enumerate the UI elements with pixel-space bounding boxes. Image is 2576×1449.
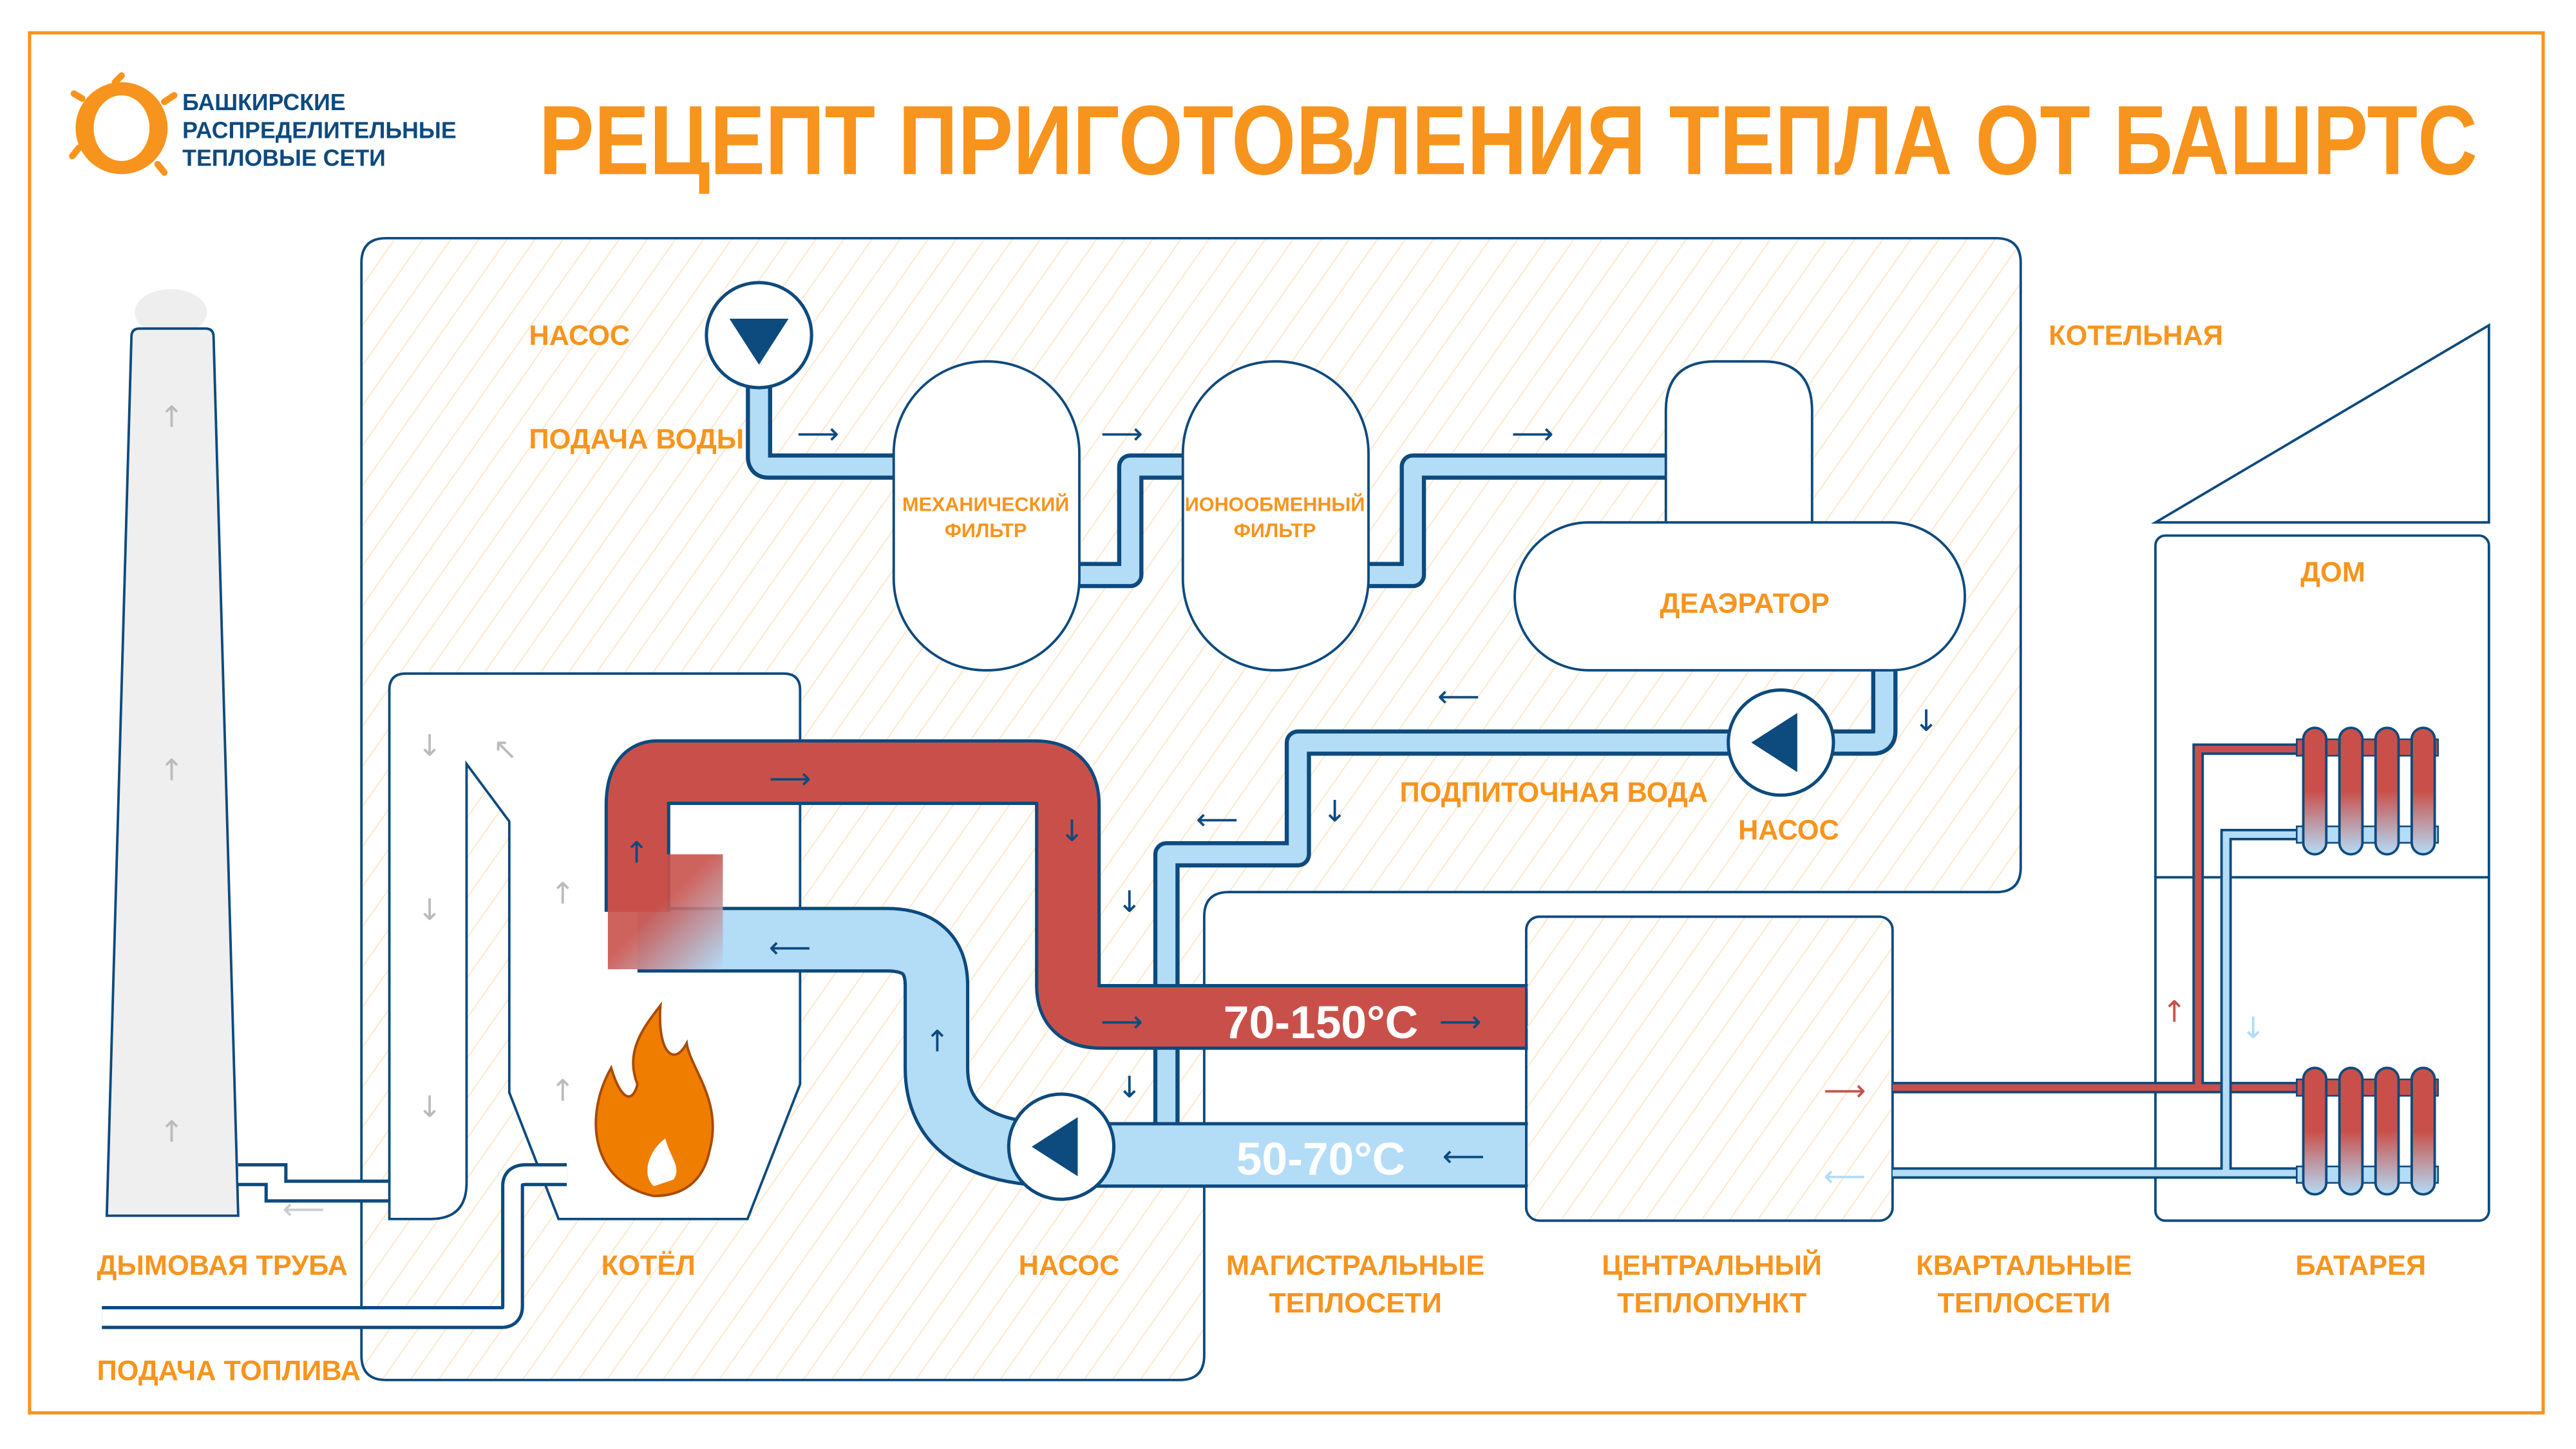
- flame-icon: [594, 1001, 714, 1198]
- arrow-up-icon: ↑: [159, 399, 184, 434]
- boiler: ↓ ↓ ↓ ↖ ↑ ↑: [388, 672, 802, 1220]
- mechanical-filter: [892, 360, 1081, 672]
- svg-text:⟵: ⟵: [1443, 1139, 1485, 1173]
- triangle-left-icon: [1751, 713, 1797, 772]
- svg-text:↓: ↓: [417, 1090, 442, 1124]
- svg-text:↑: ↑: [624, 835, 649, 869]
- svg-text:↓: ↓: [1914, 703, 1938, 738]
- ion-exchange-filter: [1181, 360, 1370, 672]
- mech-filter-label: ФИЛЬТР: [945, 520, 1027, 542]
- boiler-room-label: КОТЕЛЬНАЯ: [2049, 321, 2223, 352]
- logo-line-3: ТЕПЛОВЫЕ СЕТИ: [182, 146, 386, 171]
- quarter-networks-label: ТЕПЛОСЕТИ: [1938, 1288, 2111, 1319]
- ion-filter-label: ФИЛЬТР: [1234, 520, 1316, 542]
- pump-top-label: НАСОС: [529, 321, 630, 352]
- radiator-label: БАТАРЕЯ: [2295, 1251, 2426, 1282]
- fuel-supply-label: ПОДАЧА ТОПЛИВА: [97, 1356, 361, 1387]
- flow-arrows: ⟶ ⟶ ⟶ ⟵ ⟵ ↓ ↓ ↓ ↓ ↓ ⟶ ⟶ ⟶ ⟵ ⟵ ↑ ↑ ⟵ ⟶ ⟵ ↑ ↓: [283, 416, 2266, 1226]
- svg-text:⟵: ⟵: [1196, 802, 1238, 837]
- svg-text:⟶: ⟶: [769, 761, 811, 795]
- svg-text:↖: ↖: [493, 732, 517, 766]
- svg-text:⟶: ⟶: [1824, 1073, 1866, 1108]
- labels: НАСОС ПОДАЧА ВОДЫ КОТЕЛЬНАЯ ПОДПИТОЧНАЯ …: [97, 321, 2427, 1387]
- svg-text:↓: ↓: [1059, 813, 1084, 848]
- svg-text:↓: ↓: [1117, 1070, 1142, 1104]
- pump-top: [705, 281, 813, 390]
- svg-text:↓: ↓: [1117, 884, 1142, 919]
- pump-right-label: НАСОС: [1738, 815, 1839, 846]
- hot-temp-label: 70-150°C: [1224, 997, 1418, 1048]
- deaerator: [1513, 360, 1966, 672]
- main-networks-label: ТЕПЛОСЕТИ: [1269, 1288, 1442, 1319]
- svg-text:↑: ↑: [2162, 994, 2186, 1029]
- svg-text:⟶: ⟶: [797, 416, 839, 451]
- svg-text:⟵: ⟵: [283, 1191, 325, 1226]
- central-heating-unit: [1524, 915, 1894, 1222]
- company-logo: БАШКИРСКИЕ РАСПРЕДЕЛИТЕЛЬНЫЕ ТЕПЛОВЫЕ СЕ…: [69, 72, 457, 176]
- logo-line-1: БАШКИРСКИЕ: [182, 90, 345, 115]
- quarter-networks-label: КВАРТАЛЬНЫЕ: [1916, 1251, 2132, 1282]
- chimney: ↑ ↑ ↑: [105, 289, 240, 1217]
- central-unit-label: ЦЕНТРАЛЬНЫЙ: [1602, 1250, 1822, 1282]
- svg-text:↓: ↓: [2241, 1010, 2266, 1045]
- svg-text:↑: ↑: [551, 1073, 575, 1108]
- svg-text:⟵: ⟵: [769, 930, 811, 965]
- pump-bottom: [1007, 1092, 1116, 1201]
- radiator-upper: [2296, 726, 2439, 856]
- house: [2150, 323, 2490, 1222]
- triangle-left-icon: [1032, 1117, 1078, 1177]
- arrow-up-icon: ↑: [159, 1114, 184, 1149]
- chimney-label: ДЫМОВАЯ ТРУБА: [97, 1251, 348, 1282]
- svg-text:⟵: ⟵: [1437, 679, 1480, 714]
- pump-bottom-label: НАСОС: [1019, 1251, 1120, 1282]
- mech-filter-label: МЕХАНИЧЕСКИЙ: [902, 492, 1069, 515]
- boiler-label: КОТЁЛ: [601, 1251, 696, 1282]
- logo-line-2: РАСПРЕДЕЛИТЕЛЬНЫЕ: [182, 117, 457, 143]
- main-networks-label: МАГИСТРАЛЬНЫЕ: [1226, 1251, 1484, 1282]
- svg-text:↑: ↑: [551, 876, 575, 911]
- svg-text:⟶: ⟶: [1511, 416, 1554, 451]
- sun-globe-icon: [69, 72, 178, 176]
- central-unit-label: ТЕПЛОПУНКТ: [1617, 1288, 1807, 1319]
- svg-text:↓: ↓: [417, 893, 442, 927]
- svg-text:↓: ↓: [1323, 794, 1347, 829]
- arrow-up-icon: ↑: [159, 753, 184, 788]
- svg-text:⟶: ⟶: [1101, 416, 1143, 451]
- cold-temp-label: 50-70°C: [1236, 1133, 1406, 1185]
- radiator-lower: [2296, 1066, 2439, 1196]
- deaerator-label: ДЕАЭРАТОР: [1660, 589, 1830, 620]
- svg-text:⟶: ⟶: [1101, 1004, 1143, 1039]
- svg-text:⟶: ⟶: [1439, 1004, 1482, 1039]
- house-label: ДОМ: [2300, 557, 2365, 588]
- svg-text:⟵: ⟵: [1824, 1159, 1866, 1193]
- svg-text:↑: ↑: [925, 1024, 949, 1059]
- triangle-down-icon: [729, 318, 789, 365]
- water-supply-label: ПОДАЧА ВОДЫ: [529, 424, 744, 455]
- page-title: РЕЦЕПТ ПРИГОТОВЛЕНИЯ ТЕПЛА ОТ БАШРТС: [539, 85, 2477, 195]
- ion-filter-label: ИОНООБМЕННЫЙ: [1185, 492, 1365, 515]
- pump-right: [1727, 688, 1835, 797]
- makeup-water-label: ПОДПИТОЧНАЯ ВОДА: [1399, 777, 1708, 808]
- svg-text:↓: ↓: [417, 728, 442, 762]
